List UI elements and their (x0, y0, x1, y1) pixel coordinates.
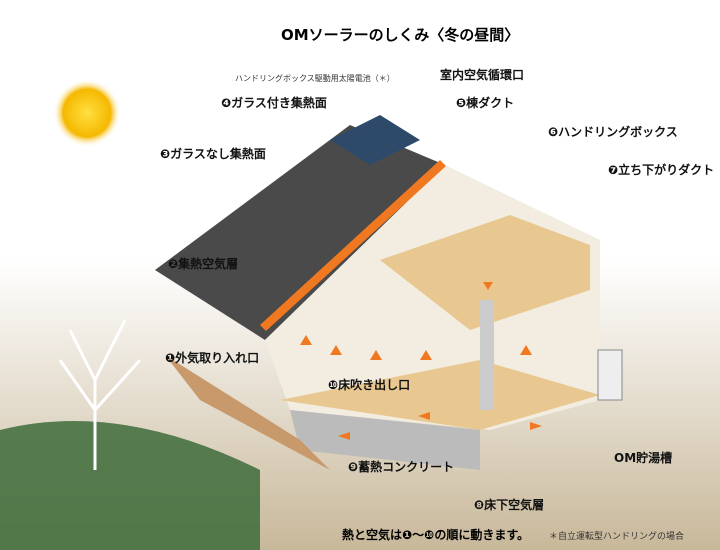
page-title: OMソーラーのしくみ〈冬の昼間〉 (281, 26, 520, 44)
sun-icon (53, 79, 121, 147)
hot-water-tank (597, 349, 623, 401)
label-glazed-collector: ❹ガラス付き集熱面 (221, 96, 327, 110)
label-hot-water-tank: OM貯湯槽 (614, 451, 673, 465)
footnote: ＊自立運転型ハンドリングの場合 (549, 532, 685, 542)
grass (0, 421, 260, 550)
label-circulation-inlet: 室内空気循環口 (440, 68, 525, 82)
floor (280, 360, 600, 430)
airflow-arrows (260, 160, 542, 440)
upper-floor (380, 215, 590, 330)
label-thermal-concrete: ❾蓄熱コンクリート (348, 460, 455, 474)
deck (165, 355, 330, 470)
concrete-slab (290, 410, 480, 470)
label-unglazed-collector: ❸ガラスなし集熱面 (160, 147, 266, 161)
label-floor-outlet: ❿床吹き出し口 (328, 378, 411, 392)
down-duct (480, 300, 494, 410)
label-ridge-duct: ❺棟ダクト (456, 96, 515, 110)
label-down-duct: ❼立ち下がりダクト (608, 163, 715, 177)
roof-unglazed (155, 125, 445, 340)
tree (58, 319, 142, 470)
label-pv-panel: ハンドリングボックス駆動用太陽電池（＊） (235, 74, 395, 83)
label-air-layer: ❷集熱空気層 (168, 257, 239, 271)
label-intake: ❶外気取り入れ口 (165, 351, 260, 365)
label-handling-box: ❻ハンドリングボックス (548, 125, 678, 139)
roof-glazed-collector (330, 115, 420, 165)
footer-text: 熱と空気は❶〜❿の順に動きます。 (342, 528, 530, 542)
label-underfloor-air: ❽床下空気層 (474, 498, 545, 512)
